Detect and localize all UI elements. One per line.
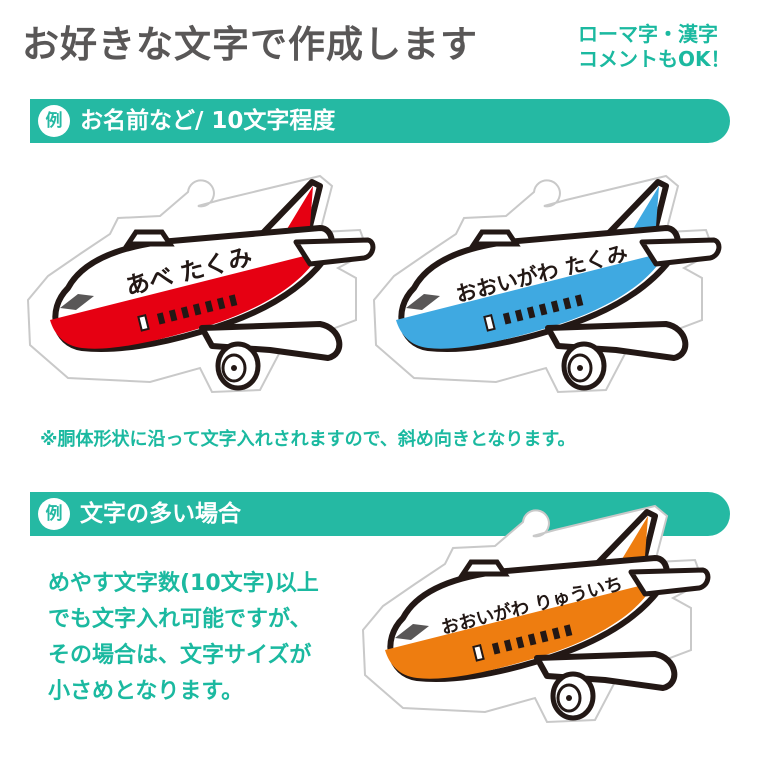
jet-engine xyxy=(550,671,596,721)
rear-wing xyxy=(628,567,711,597)
long-text-description: めやす文字数(10文字)以上 でも文字入れ可能ですが、 その場合は、文字サイズが… xyxy=(48,566,319,710)
corner-note: ローマ字・漢字 コメントもOK！ xyxy=(578,22,731,72)
description-line-3: その場合は、文字サイズが xyxy=(48,643,312,668)
plane-keychain-orange: おおいがわ りゅういち xyxy=(361,504,711,724)
page-headline: お好きな文字で作成します xyxy=(22,23,478,66)
jet-engine xyxy=(561,341,607,391)
front-wing xyxy=(545,321,689,361)
description-line-4: 小さめとなります。 xyxy=(48,679,244,704)
fuselage-stripe xyxy=(385,582,655,679)
top-hatch xyxy=(458,559,510,577)
corner-note-line-1: ローマ字・漢字 xyxy=(578,22,718,46)
example-badge: 例 xyxy=(38,498,70,530)
cockpit-window xyxy=(406,294,440,310)
front-wing xyxy=(199,321,343,361)
plane-keychain-blue: おおいがわ たくみ xyxy=(372,174,722,394)
cockpit-window xyxy=(60,294,94,310)
cabin-windows xyxy=(137,294,238,332)
top-hatch xyxy=(469,229,521,247)
rear-wing xyxy=(293,237,376,267)
section-1-title: お名前など/ 10文字程度 xyxy=(80,108,336,134)
jet-engine xyxy=(215,341,261,391)
cabin-windows xyxy=(483,294,584,332)
plane-keychain-red: あべ たくみ xyxy=(26,174,376,394)
example-badge: 例 xyxy=(38,105,70,137)
top-hatch xyxy=(123,229,175,247)
corner-note-line-2: コメントもOK！ xyxy=(578,47,731,71)
description-line-1: めやす文字数(10文字)以上 xyxy=(48,571,319,596)
front-wing xyxy=(534,651,678,691)
section-2-title: 文字の多い場合 xyxy=(80,501,241,527)
description-line-2: でも文字入れ可能ですが、 xyxy=(48,607,312,632)
section-1-banner: 例 お名前など/ 10文字程度 xyxy=(30,99,730,143)
rear-wing xyxy=(639,237,722,267)
fuselage-stripe xyxy=(396,252,666,349)
orientation-note: ※胴体形状に沿って文字入れされますので、斜め向きとなります。 xyxy=(40,429,576,450)
cockpit-window xyxy=(395,624,429,640)
cabin-windows xyxy=(472,624,573,662)
fuselage-stripe xyxy=(50,252,320,349)
